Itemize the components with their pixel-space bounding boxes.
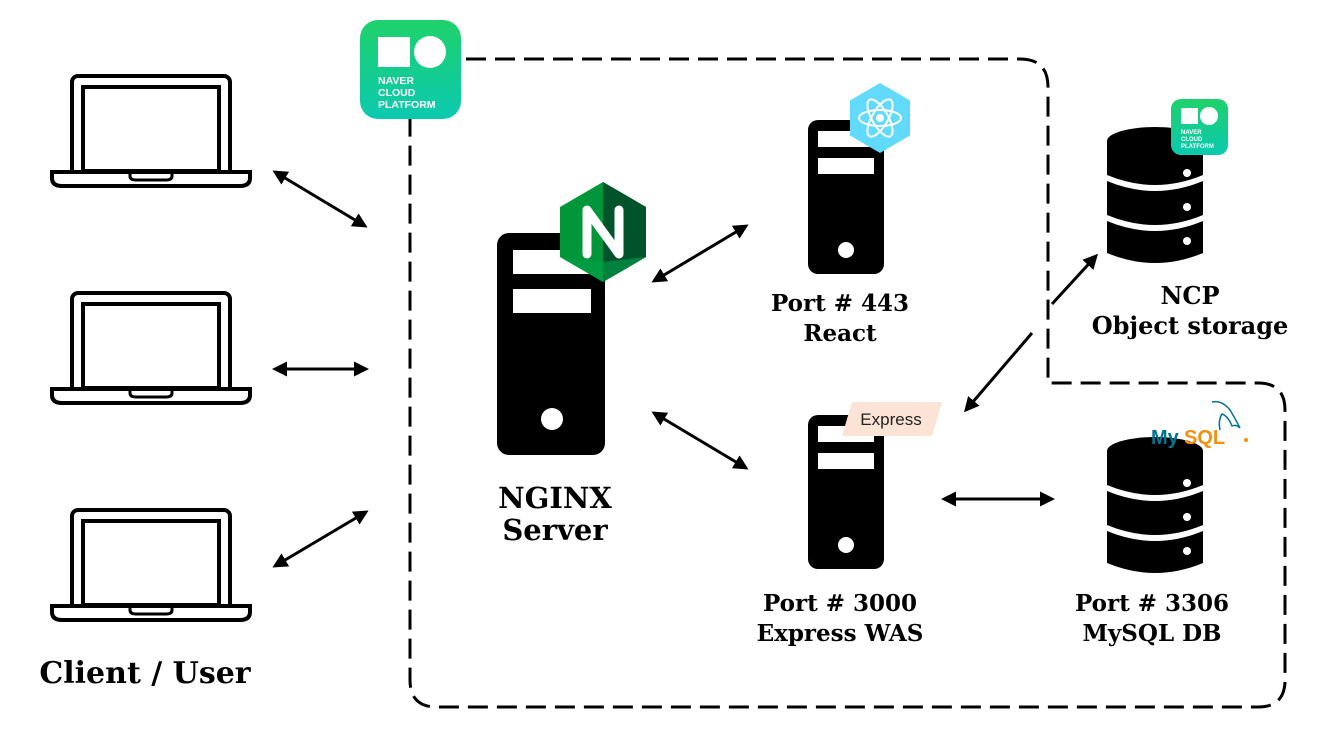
object-storage-label: NCP Object storage — [1090, 281, 1290, 341]
arrow-express-to-storage — [1050, 253, 1099, 306]
mysql-logo: My SQL — [1151, 400, 1248, 449]
react-label: Port # 443 React — [745, 289, 935, 349]
react-server-icon — [808, 120, 884, 274]
express-server-icon — [808, 415, 884, 569]
arrow-nginx-express — [651, 411, 749, 470]
react-label-name: React — [803, 319, 877, 347]
express-tag: Express — [842, 402, 942, 436]
ncp-logo: NAVER CLOUD PLATFORM — [360, 20, 461, 119]
express-label: Port # 3000 Express WAS — [735, 589, 945, 649]
object-storage-label-line-2: Object storage — [1091, 311, 1289, 340]
ncp-small-line-2: CLOUD — [1181, 137, 1203, 143]
laptop-icon — [50, 74, 252, 188]
react-logo — [850, 83, 910, 153]
client-user-label: Client / User — [39, 656, 251, 691]
mysql-logo-my: My — [1151, 427, 1180, 449]
nginx-label-line-1: NGINX — [498, 481, 612, 515]
arrow-client-1-nginx — [272, 170, 368, 228]
ncp-small-line-1: NAVER — [1181, 130, 1202, 136]
mysql-label-name: MySQL DB — [1082, 619, 1222, 647]
mysql-logo-sql: SQL — [1184, 427, 1225, 449]
nginx-server-icon — [497, 233, 605, 455]
react-label-port: Port # 443 — [770, 290, 910, 317]
ncp-logo-line-3: PLATFORM — [378, 99, 436, 111]
ncp-logo-line-2: CLOUD — [378, 87, 416, 99]
cloud-boundary — [408, 57, 1287, 709]
laptop-icon — [50, 291, 252, 405]
arrow-client-3-nginx — [272, 510, 369, 568]
arrow-storage-to-express — [964, 332, 1034, 413]
dolphin-icon — [1211, 400, 1241, 431]
ncp-logo-small: NAVER CLOUD PLATFORM — [1171, 99, 1228, 155]
express-label-name: Express WAS — [756, 619, 924, 647]
mysql-label: Port # 3306 MySQL DB — [1052, 589, 1252, 649]
laptop-icon — [50, 508, 252, 622]
arrow-nginx-react — [651, 224, 749, 283]
nginx-logo — [560, 182, 646, 282]
object-storage-label-line-1: NCP — [1160, 281, 1220, 310]
mysql-label-port: Port # 3306 — [1074, 590, 1230, 617]
nginx-server-label: NGINX Server — [455, 482, 655, 547]
mysql-database-icon — [1107, 437, 1203, 573]
express-label-port: Port # 3000 — [762, 590, 918, 617]
nginx-label-line-2: Server — [502, 513, 608, 548]
ncp-logo-line-1: NAVER — [378, 75, 414, 87]
ncp-small-line-3: PLATFORM — [1181, 144, 1214, 150]
express-tag-text: Express — [860, 410, 921, 429]
